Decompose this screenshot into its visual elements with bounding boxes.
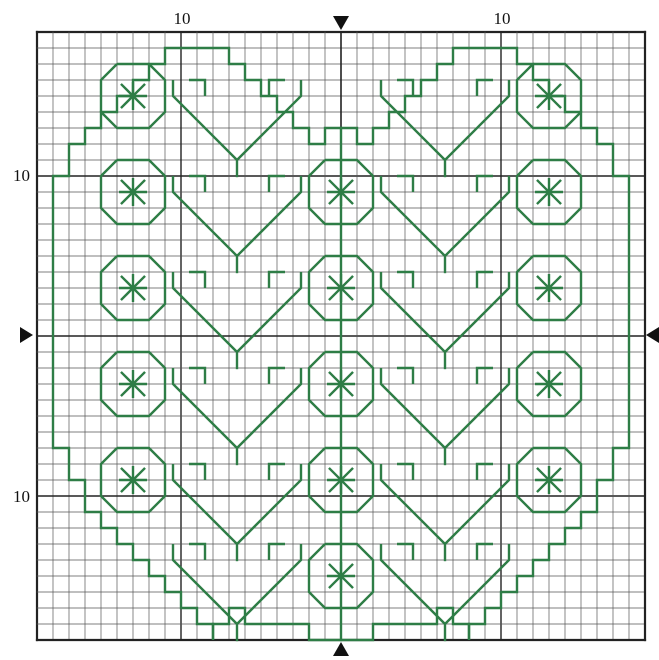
left-label-top: 10 (13, 166, 30, 185)
chevron-motif (381, 464, 509, 544)
chevron-motif (173, 80, 301, 160)
chevron-motif (381, 272, 509, 352)
chevron-motif (173, 272, 301, 352)
top-label-left: 10 (174, 9, 191, 28)
top-label-right: 10 (494, 9, 511, 28)
chevron-motif (173, 464, 301, 544)
blackwork-heart-pattern (53, 48, 629, 640)
chevron-motif (381, 368, 509, 448)
chevron-motif (173, 176, 301, 256)
center-marker-right (646, 327, 659, 343)
chevron-motif (381, 176, 509, 256)
center-marker-top (333, 16, 349, 30)
center-marker-left (20, 327, 33, 343)
center-marker-bottom (333, 642, 349, 656)
left-label-bottom: 10 (13, 487, 30, 506)
chevron-motif (381, 80, 509, 160)
chevron-motif (173, 368, 301, 448)
